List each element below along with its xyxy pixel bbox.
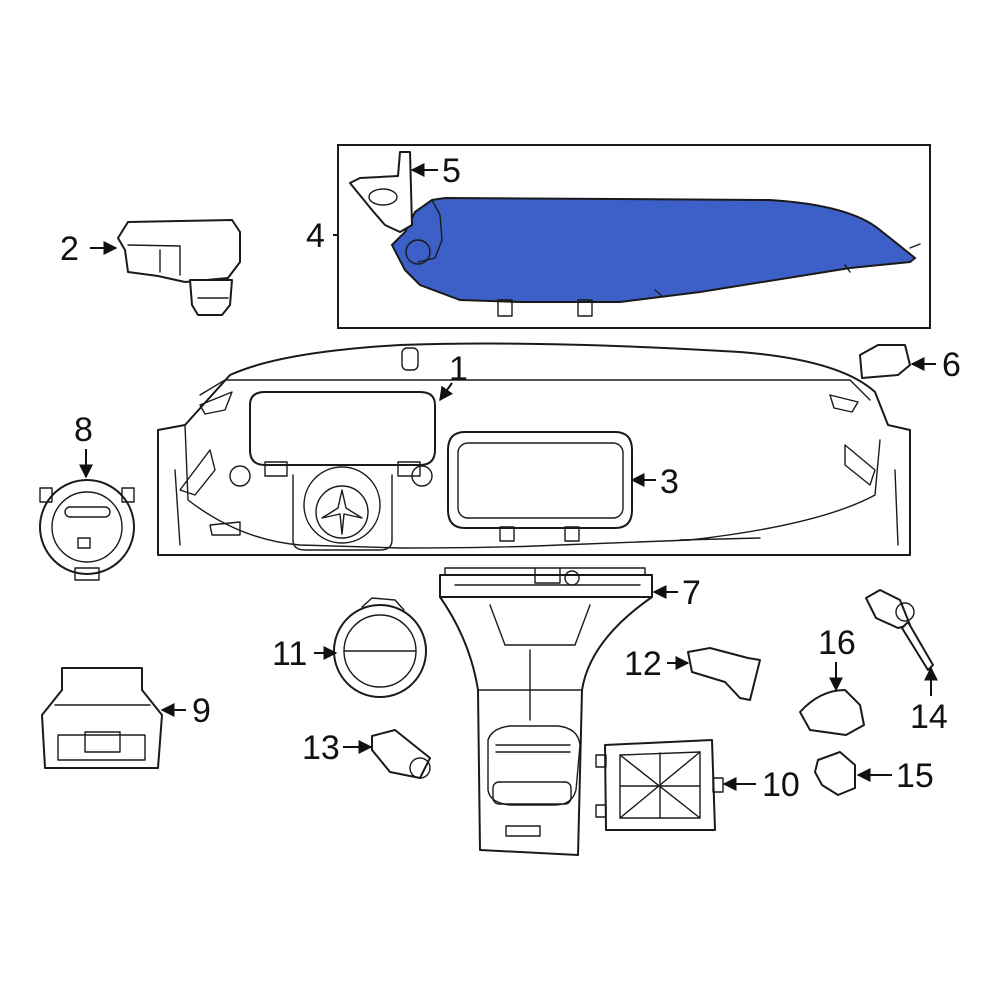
star-emblem-icon (321, 489, 363, 535)
callout-7: 7 (682, 574, 701, 612)
part-12-switch[interactable] (687, 647, 761, 701)
callout-9: 9 (192, 692, 211, 730)
callout-16: 16 (818, 624, 856, 662)
part-6-clip[interactable] (859, 344, 911, 379)
center-console (439, 567, 653, 856)
callout-numbers: 1 2 3 4 5 6 7 8 9 10 11 12 14 13 15 16 (60, 152, 961, 804)
dashboard-outline (157, 342, 911, 556)
callout-3: 3 (660, 463, 679, 501)
part-3-display[interactable] (447, 431, 633, 529)
part-4-instrument-panel-trim[interactable] (390, 196, 917, 303)
callout-4: 4 (306, 217, 325, 255)
callout-1: 1 (449, 350, 468, 388)
callout-leaders (79, 163, 938, 791)
part-14-switch[interactable] (865, 589, 934, 671)
dashboard-assembly (157, 342, 911, 556)
part-1-instrument-cluster[interactable] (249, 391, 436, 466)
part-4-detail-box (337, 144, 931, 329)
callout-10: 10 (762, 766, 800, 804)
part-8-switch[interactable] (39, 479, 135, 581)
part-15-connector[interactable] (814, 751, 856, 796)
steering-hub (303, 466, 381, 544)
callout-12: 12 (624, 645, 662, 683)
part-2-component[interactable] (117, 219, 241, 283)
callout-5: 5 (442, 152, 461, 190)
part-2-group (117, 219, 241, 316)
part-9-vent[interactable] (41, 667, 163, 769)
part-13-sensor[interactable] (371, 729, 431, 779)
part-5-bracket[interactable] (349, 151, 413, 233)
part-4-group (337, 144, 931, 329)
callout-6: 6 (942, 346, 961, 384)
callout-13: 13 (302, 729, 340, 767)
callout-2: 2 (60, 230, 79, 268)
part-10-module[interactable] (595, 739, 724, 831)
callout-11: 11 (272, 635, 307, 673)
callout-14: 14 (910, 698, 948, 736)
part-16-cover[interactable] (799, 689, 865, 736)
callout-15: 15 (896, 757, 934, 795)
part-11-vent[interactable] (333, 597, 427, 698)
part-7-control-panel[interactable] (439, 574, 653, 598)
callout-8: 8 (74, 411, 93, 449)
